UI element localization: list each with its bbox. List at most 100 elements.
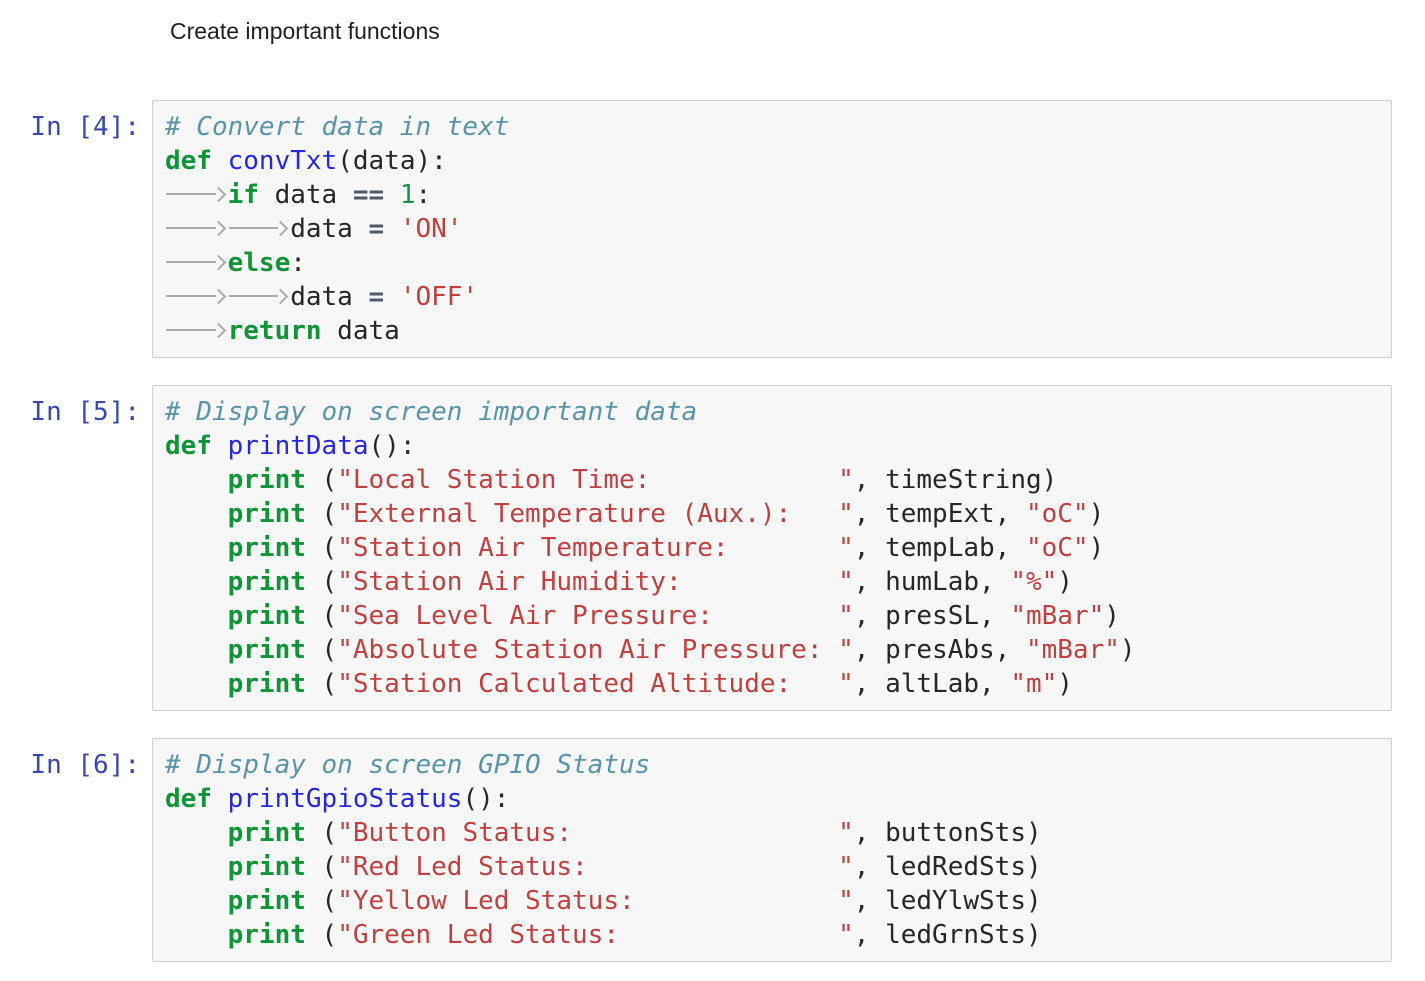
code-token: convTxt <box>227 146 338 176</box>
code-line: print ("Local Station Time: ", timeStrin… <box>165 465 1058 495</box>
code-token: ) <box>1088 533 1105 563</box>
code-token: return <box>227 316 322 346</box>
code-token: ( <box>305 818 338 848</box>
code-token: print <box>227 669 306 699</box>
code-token: ( <box>305 499 338 529</box>
code-token <box>212 784 228 814</box>
code-editor[interactable]: # Convert data in text def convTxt(data)… <box>152 100 1392 358</box>
code-cell: In [6]: # Display on screen GPIO Status d… <box>30 738 1392 962</box>
code-cells-container: In [4]: # Convert data in text def convTx… <box>30 100 1392 962</box>
code-token: print <box>227 920 306 950</box>
code-token: ( <box>305 852 338 882</box>
code-token: ) <box>1104 601 1120 631</box>
markdown-heading: Create important functions <box>170 18 440 44</box>
code-token: , humLab, <box>853 567 1011 597</box>
code-token: "Station Air Temperature: " <box>337 533 854 563</box>
code-line: print ("Absolute Station Air Pressure: "… <box>165 635 1136 665</box>
code-token: "Sea Level Air Pressure: " <box>337 601 854 631</box>
code-token: data <box>290 214 369 244</box>
code-token: ( <box>305 567 338 597</box>
tab-indicator-icon <box>228 214 291 237</box>
code-token: = <box>368 282 385 312</box>
code-token: ( <box>305 533 338 563</box>
code-token: "Button Status: " <box>337 818 854 848</box>
code-token: , tempExt, <box>853 499 1026 529</box>
code-editor[interactable]: # Display on screen GPIO Status def prin… <box>152 738 1392 962</box>
cell-input-prompt: In [4]: <box>30 112 140 142</box>
code-token <box>212 431 228 461</box>
code-token: ) <box>1119 635 1136 665</box>
code-token: "Absolute Station Air Pressure: " <box>337 635 854 665</box>
code-token: print <box>227 601 306 631</box>
code-token: == <box>352 180 385 210</box>
code-token <box>384 214 400 244</box>
code-cell: In [4]: # Convert data in text def convTx… <box>30 100 1392 358</box>
code-token: "mBar" <box>1010 601 1105 631</box>
markdown-cell[interactable]: Create important functions <box>30 16 1392 46</box>
code-line: data = 'ON' <box>165 214 462 244</box>
code-token: print <box>227 533 306 563</box>
code-token: , tempLab, <box>853 533 1026 563</box>
code-cell: In [5]:# Display on screen important dat… <box>30 385 1392 711</box>
code-token <box>165 635 228 665</box>
code-token: : <box>290 248 306 278</box>
code-line: return data <box>165 316 400 346</box>
code-line: print ("Red Led Status: ", ledRedSts) <box>165 852 1042 882</box>
code-line: # Display on screen GPIO Status <box>165 750 650 780</box>
code-line: print ("Green Led Status: ", ledGrnSts) <box>165 920 1042 950</box>
code-token: def <box>165 431 212 461</box>
code-token: 1 <box>399 180 416 210</box>
code-token: print <box>227 567 306 597</box>
code-token <box>165 499 228 529</box>
code-token: ( <box>305 635 338 665</box>
code-line: if data == 1: <box>165 180 431 210</box>
code-token: else <box>227 248 291 278</box>
code-token: , timeString) <box>853 465 1058 495</box>
code-token <box>165 601 228 631</box>
cell-input-prompt: In [6]: <box>30 750 140 780</box>
code-line: else: <box>165 248 306 278</box>
code-token: ( <box>305 886 338 916</box>
code-token <box>384 180 400 210</box>
code-token: "%" <box>1010 567 1058 597</box>
code-token: print <box>227 852 306 882</box>
code-token: , ledGrnSts) <box>853 920 1042 950</box>
code-token: ( <box>305 920 338 950</box>
code-token: : <box>415 180 432 210</box>
code-token: data <box>290 282 369 312</box>
code-token: = <box>368 214 385 244</box>
code-token: # Convert data in text <box>165 112 510 142</box>
code-token: "mBar" <box>1025 635 1120 665</box>
code-line: print ("Yellow Led Status: ", ledYlwSts) <box>165 886 1042 916</box>
code-line: data = 'OFF' <box>165 282 478 312</box>
code-token <box>165 852 228 882</box>
code-token: print <box>227 886 306 916</box>
code-line: print ("Sea Level Air Pressure: ", presS… <box>165 601 1120 631</box>
code-token: print <box>227 818 306 848</box>
tab-indicator-icon <box>165 180 228 203</box>
tab-indicator-icon <box>165 316 228 339</box>
code-token: 'OFF' <box>399 282 479 312</box>
code-token <box>165 886 228 916</box>
code-token: , ledYlwSts) <box>853 886 1042 916</box>
code-token: , presSL, <box>853 601 1011 631</box>
code-token: "Yellow Led Status: " <box>337 886 854 916</box>
code-token <box>165 920 228 950</box>
code-token: # Display on screen GPIO Status <box>165 750 651 780</box>
code-token: "Local Station Time: " <box>337 465 854 495</box>
code-token: ) <box>1057 669 1073 699</box>
code-line: # Display on screen important data <box>165 397 697 427</box>
code-token: def <box>165 784 212 814</box>
code-token <box>212 146 228 176</box>
code-line: print ("Station Calculated Altitude: ", … <box>165 669 1073 699</box>
code-editor[interactable]: # Display on screen important data def p… <box>152 385 1392 711</box>
code-line: print ("Station Air Temperature: ", temp… <box>165 533 1105 563</box>
code-token: , presAbs, <box>853 635 1026 665</box>
code-line: print ("Button Status: ", buttonSts) <box>165 818 1042 848</box>
code-token: ) <box>1057 567 1073 597</box>
code-token: printData <box>227 431 369 461</box>
tab-indicator-icon <box>165 282 228 305</box>
code-token <box>165 533 228 563</box>
code-token: if <box>227 180 259 210</box>
